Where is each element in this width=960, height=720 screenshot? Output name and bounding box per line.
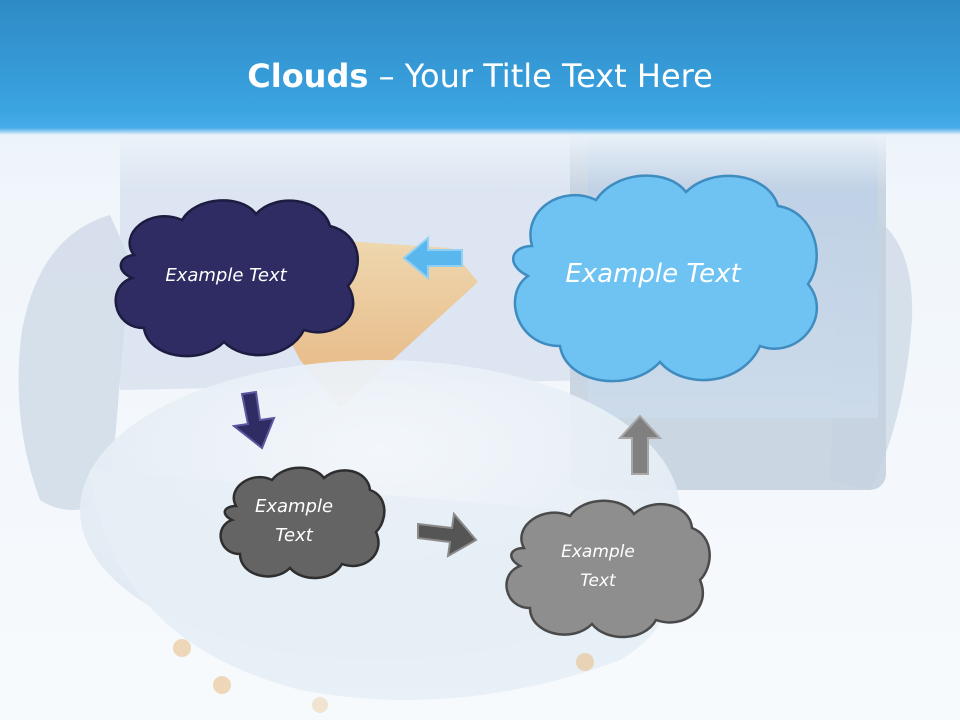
cloud-4-shape — [505, 499, 711, 639]
title-separator: – — [368, 57, 405, 95]
cloud-3-shape — [219, 466, 386, 580]
cloud-4: Example Text — [498, 494, 712, 642]
cloud-4-label: Example Text — [561, 542, 635, 591]
cloud-1-shape — [114, 199, 360, 358]
cloud-1-label: Example Text — [165, 264, 287, 286]
slide-title: Clouds – Your Title Text Here — [0, 56, 960, 96]
cloud-2: Example Text — [498, 164, 832, 394]
cloud-2-label: Example Text — [565, 259, 741, 289]
title-bold: Clouds — [247, 57, 369, 95]
cloud-2-shape — [511, 174, 819, 383]
cloud-3: Example Text — [214, 462, 386, 582]
arrow-left-icon — [402, 235, 463, 281]
cloud-1: Example Text — [104, 190, 364, 365]
title-rest: Your Title Text Here — [404, 57, 713, 95]
arrow-right-icon — [417, 511, 478, 558]
cloud-3-label: Example Text — [254, 496, 334, 546]
title-band — [0, 0, 960, 190]
arrow-up-icon — [617, 414, 663, 475]
arrow-down-icon — [231, 390, 276, 450]
